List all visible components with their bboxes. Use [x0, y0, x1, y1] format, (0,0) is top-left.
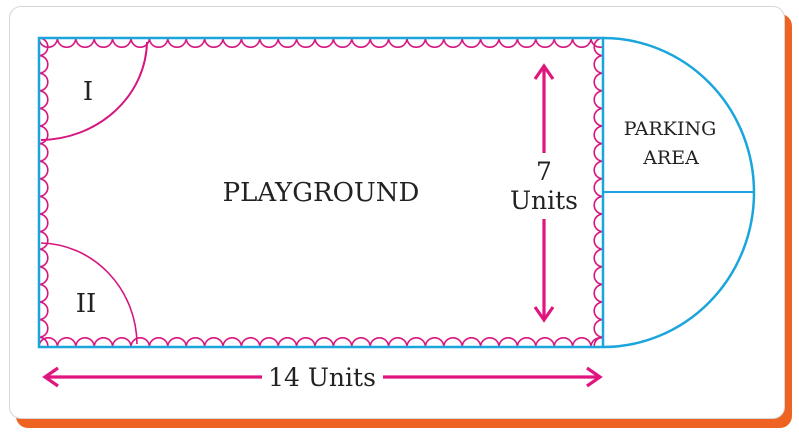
- parking-label-line2: AREA: [642, 147, 699, 169]
- scallop-bottom: [39, 333, 603, 347]
- region-1-label: I: [83, 77, 93, 107]
- playground-label: PLAYGROUND: [223, 178, 420, 208]
- height-unit-label: Units: [510, 186, 578, 215]
- width-dimension-arrow: [42, 366, 603, 388]
- width-label: 14 Units: [268, 363, 376, 392]
- height-dimension-arrow: [533, 63, 555, 323]
- scallop-left: [39, 38, 53, 347]
- region-2-label: II: [76, 289, 97, 319]
- height-value-label: 7: [536, 157, 552, 186]
- parking-label-line1: PARKING: [624, 118, 717, 140]
- figure-card: [9, 6, 785, 419]
- scallop-border: [39, 38, 603, 347]
- scallop-top: [39, 38, 603, 52]
- scallop-right: [589, 38, 603, 347]
- quarter-circle-region-1: [40, 41, 148, 141]
- quarter-circle-region-2: [40, 242, 138, 345]
